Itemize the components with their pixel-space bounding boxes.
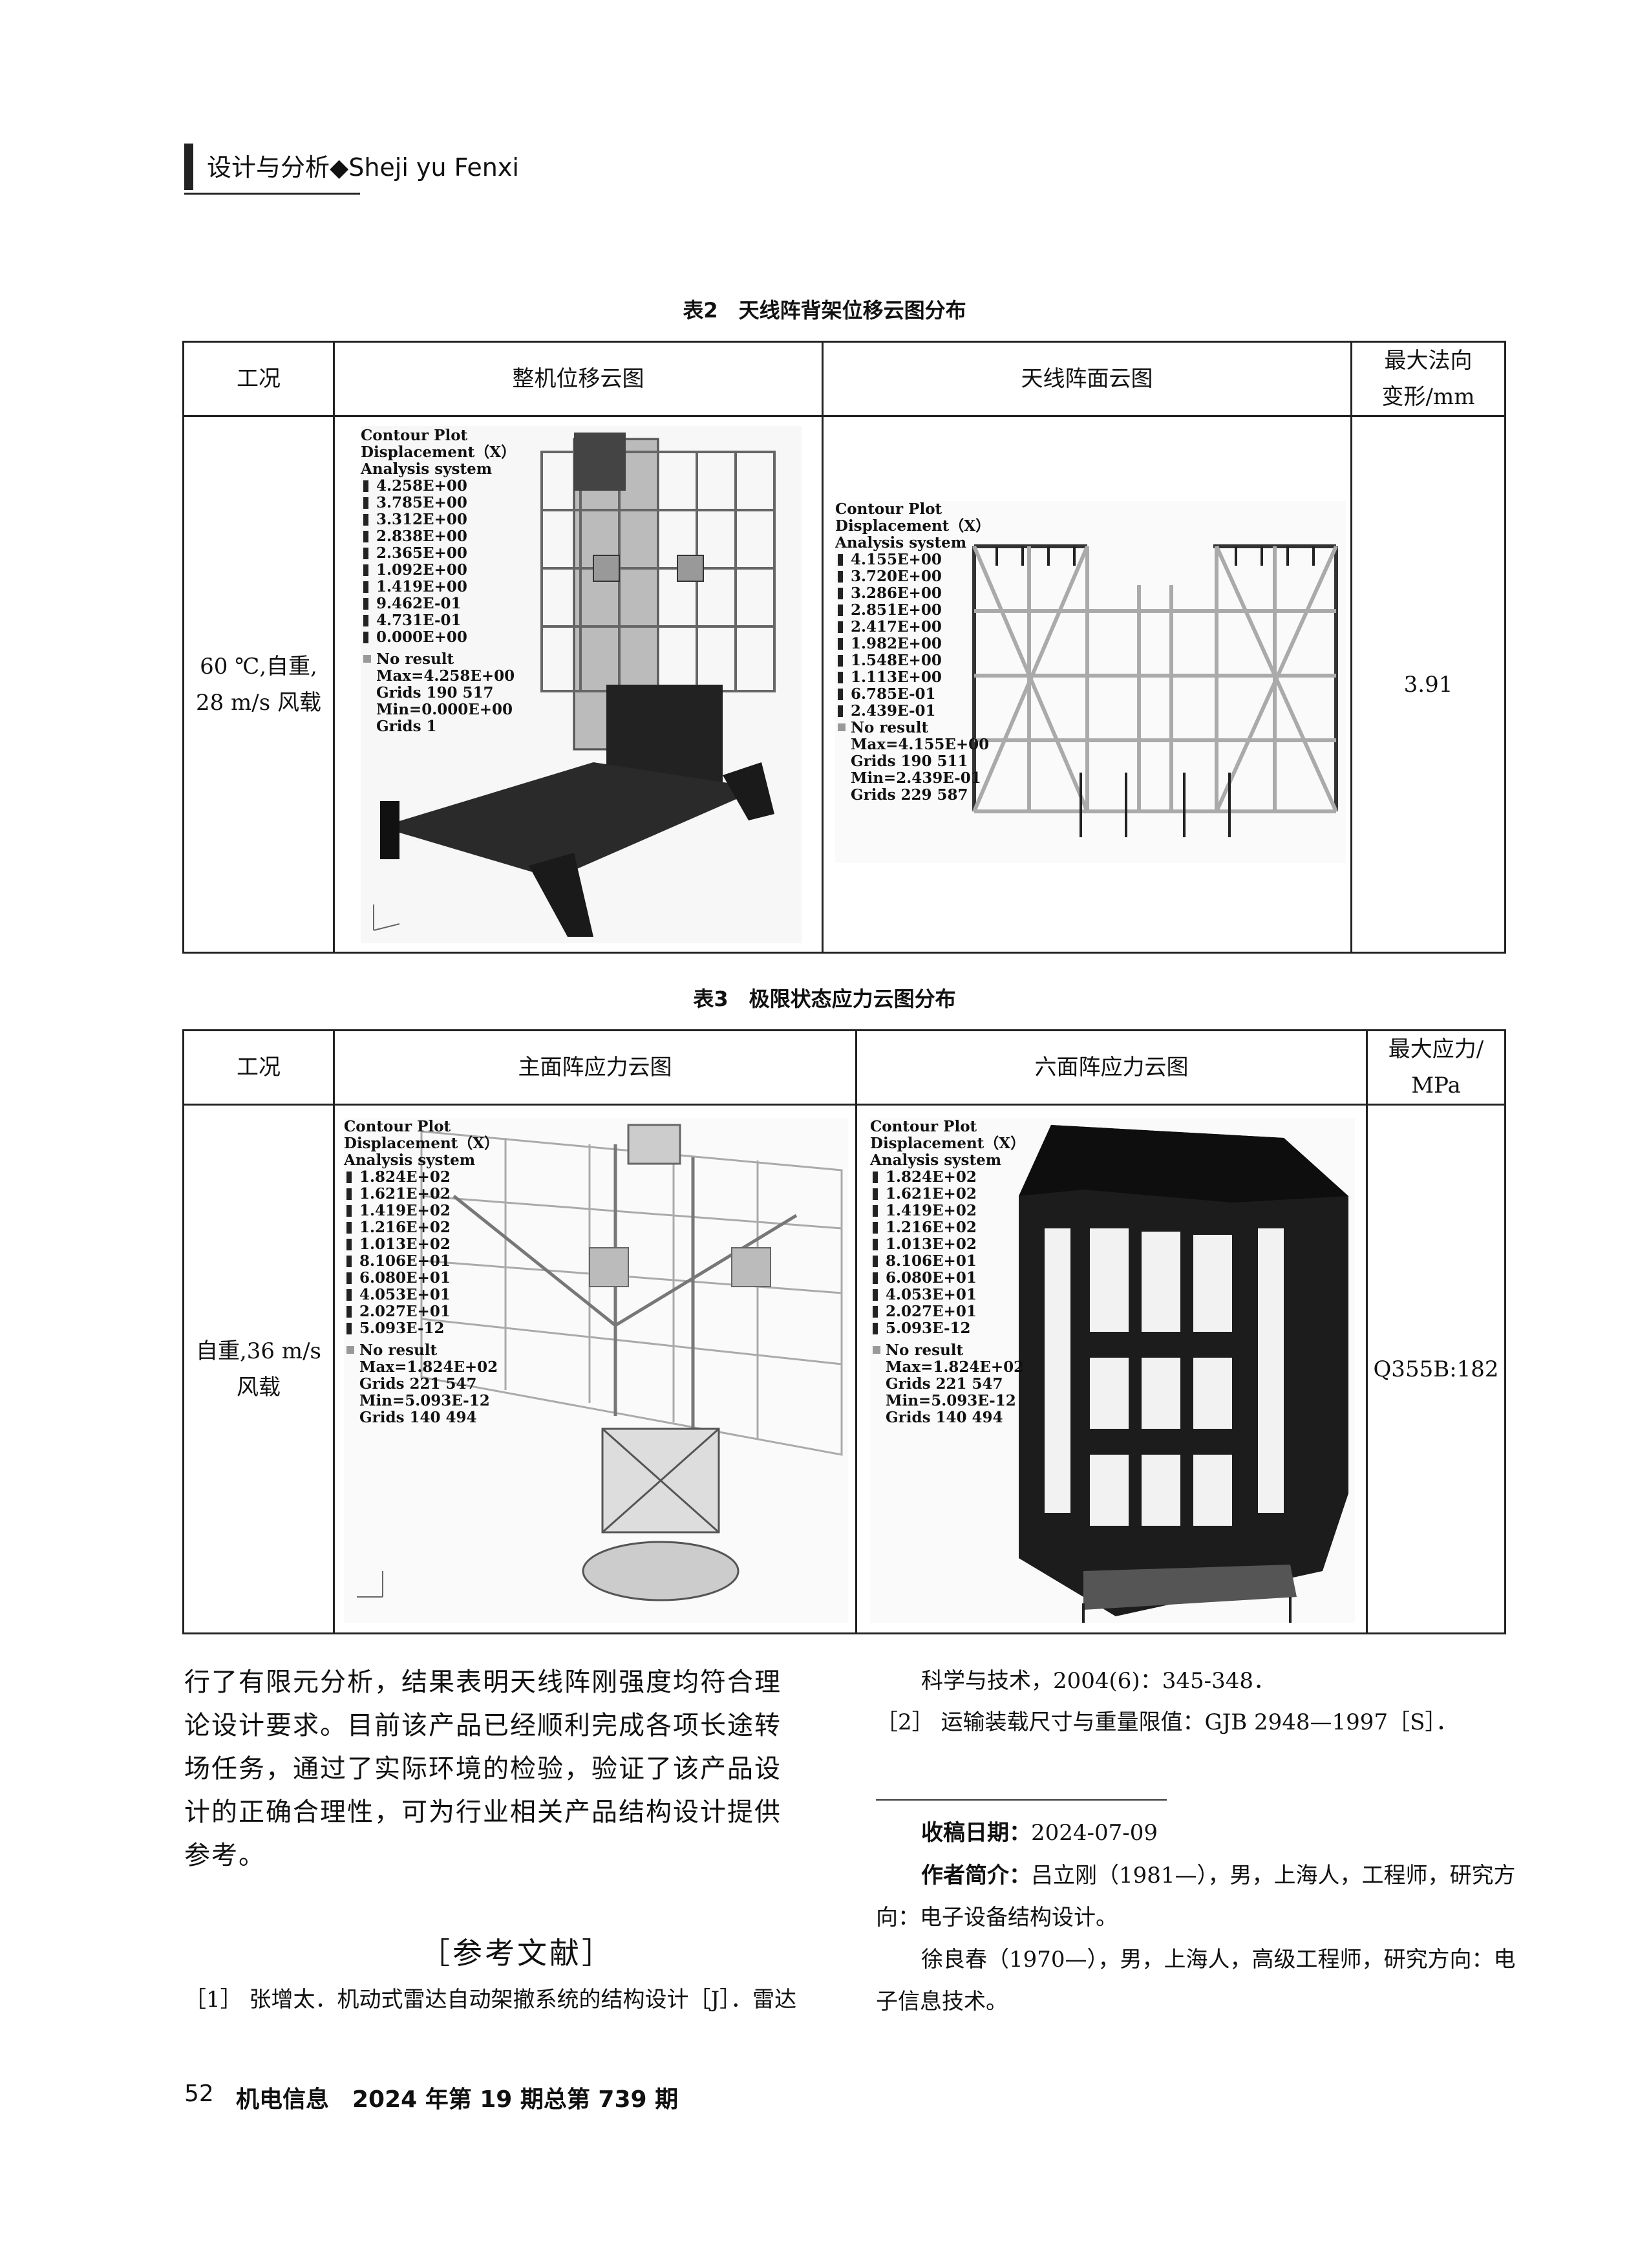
table3-max-value: Q355B:182	[1366, 1104, 1506, 1634]
table2-header-max: 最大法向变形/mm	[1350, 341, 1506, 417]
table3-main-figure-cell: Contour Plot Displacement（X） Analysis sy…	[333, 1104, 857, 1634]
reference-1: ［1］ 张增太．机动式雷达自动架撤系统的结构设计［J］．雷达	[184, 1987, 797, 2013]
journal-info: 机电信息 2024 年第 19 期总第 739 期	[236, 2086, 679, 2113]
overall-displacement-figure: Contour Plot Displacement（X） Analysis sy…	[361, 426, 802, 943]
table2-header-array: 天线阵面云图	[822, 341, 1352, 417]
main-legend: Contour Plot Displacement（X） Analysis sy…	[344, 1118, 500, 1426]
table3-header-main: 主面阵应力云图	[333, 1029, 857, 1106]
body-line-4: 计的正确合理性，可为行业相关产品结构设计提供	[184, 1797, 782, 1827]
hex-stress-figure: Contour Plot Displacement（X） Analysis sy…	[870, 1118, 1355, 1623]
hex-cabin-drawing	[1019, 1125, 1348, 1623]
running-header: 设计与分析◆Sheji yu Fenxi	[207, 153, 519, 182]
body-line-3: 场任务，通过了实际环境的检验，验证了该产品设	[184, 1754, 782, 1784]
body-line-5: 参考。	[184, 1841, 266, 1870]
author-info-1b: 向：电子设备结构设计。	[876, 1905, 1118, 1931]
table2-max-value: 3.91	[1350, 415, 1506, 954]
array-frame-drawing	[972, 544, 1338, 837]
reference-2: ［2］ 运输装载尺寸与重量限值：GJB 2948—1997［S］．	[876, 1709, 1458, 1735]
table3-header-max: 最大应力/MPa	[1366, 1029, 1506, 1106]
body-line-2: 论设计要求。目前该产品已经顺利完成各项长途转	[184, 1711, 782, 1740]
header-rule	[184, 193, 360, 195]
table2-overall-figure-cell: Contour Plot Displacement（X） Analysis sy…	[333, 415, 824, 954]
table3-header-condition: 工况	[182, 1029, 335, 1106]
author-info-2b: 子信息技术。	[876, 1989, 1008, 2015]
author-info-2a: 徐良春（1970—），男，上海人，高级工程师，研究方向：电	[921, 1947, 1516, 1973]
table2-condition: 60 ℃,自重,28 m/s 风载	[182, 415, 335, 954]
references-title: ［参考文献］	[420, 1936, 614, 1971]
table2-header-overall: 整机位移云图	[333, 341, 824, 417]
body-line-1: 行了有限元分析，结果表明天线阵刚强度均符合理	[184, 1667, 782, 1697]
main-stress-figure: Contour Plot Displacement（X） Analysis sy…	[344, 1118, 848, 1623]
header-bar	[184, 144, 193, 190]
overall-legend: Contour Plot Displacement（X） Analysis sy…	[361, 427, 516, 735]
reference-1-continued: 科学与技术，2004(6)：345-348．	[921, 1668, 1275, 1694]
table3-hex-figure-cell: Contour Plot Displacement（X） Analysis sy…	[855, 1104, 1368, 1634]
table2-array-figure-cell: Contour Plot Displacement（X） Analysis sy…	[822, 415, 1352, 954]
array-legend: Contour Plot Displacement（X） Analysis sy…	[835, 500, 991, 804]
table3-caption: 表3 极限状态应力云图分布	[693, 987, 956, 1011]
table2: 工况 整机位移云图 天线阵面云图 最大法向变形/mm 60 ℃,自重,28 m/…	[182, 341, 1506, 954]
radar-model-drawing	[373, 433, 776, 937]
table3-header-hex: 六面阵应力云图	[855, 1029, 1368, 1106]
table2-header-condition: 工况	[182, 341, 335, 417]
author-info-1a: 作者简介：吕立刚（1981—），男，上海人，工程师，研究方	[921, 1863, 1516, 1888]
page-number: 52	[184, 2081, 214, 2107]
array-displacement-figure: Contour Plot Displacement（X） Analysis sy…	[835, 501, 1346, 863]
footnote-rule	[876, 1799, 1167, 1801]
table2-caption: 表2 天线阵背架位移云图分布	[683, 298, 966, 323]
received-date: 收稿日期：2024-07-09	[921, 1820, 1158, 1846]
main-array-drawing	[357, 1124, 843, 1601]
hex-legend: Contour Plot Displacement（X） Analysis sy…	[870, 1118, 1026, 1426]
